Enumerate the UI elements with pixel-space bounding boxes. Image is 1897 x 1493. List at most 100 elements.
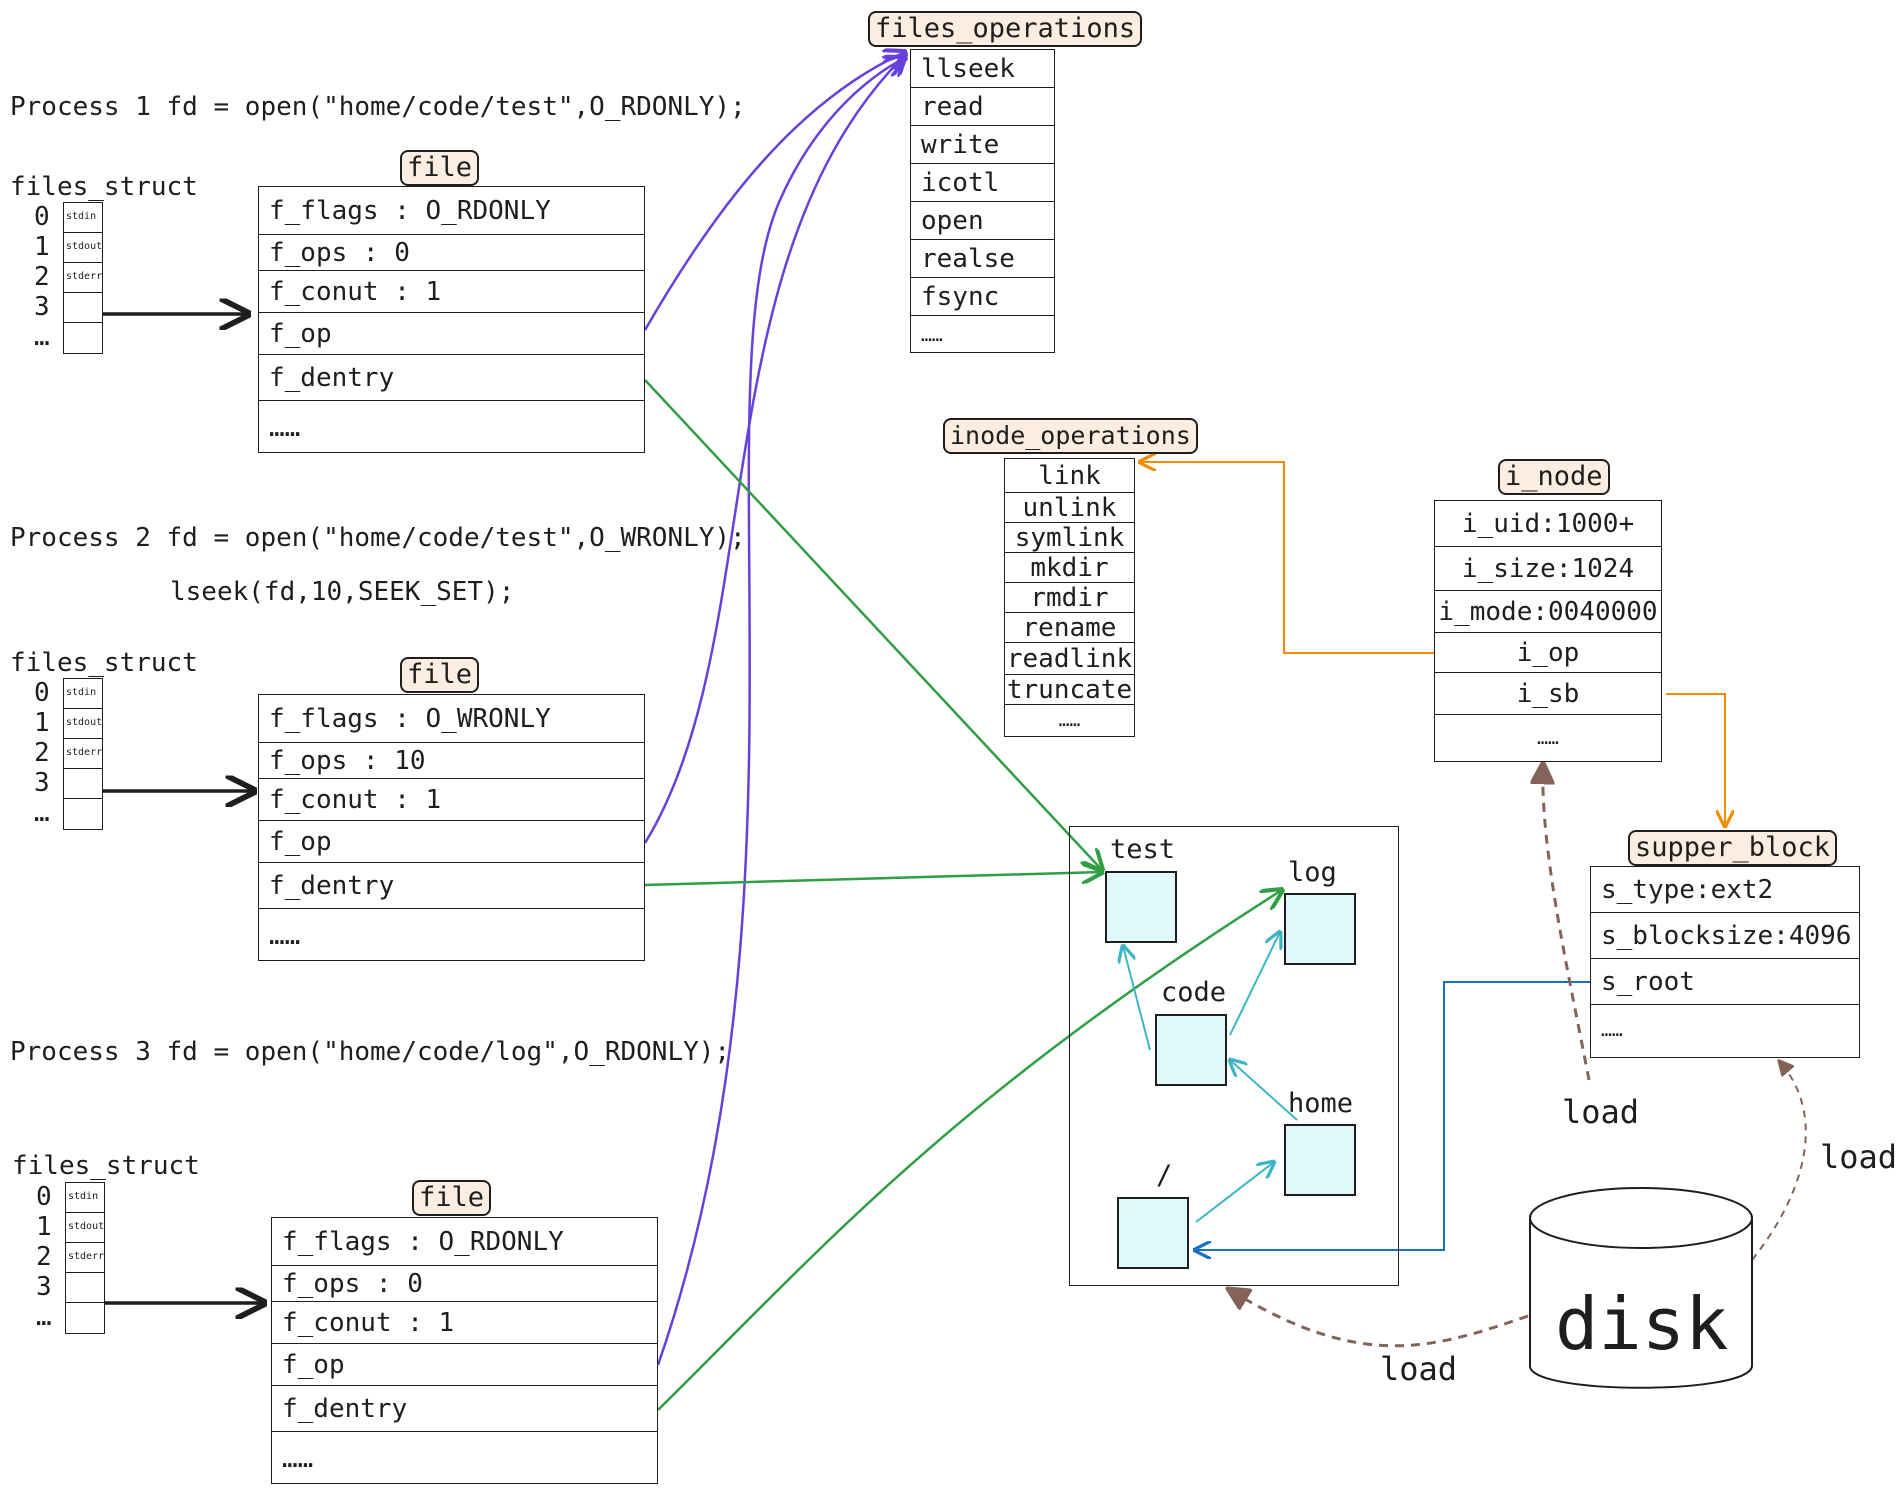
fd-cell-stdout: stdout [64, 233, 102, 263]
fd-cell-more [66, 1303, 104, 1333]
fops-row: write [911, 126, 1054, 164]
file3-title: file [412, 1180, 492, 1216]
inode-row: i_size:1024 [1435, 547, 1661, 591]
fops-row: open [911, 202, 1054, 240]
fd-index: 1 [34, 232, 50, 262]
iops-row: …… [1058, 710, 1081, 731]
file-row-f-flags: f_flags : O_RDONLY [259, 187, 644, 235]
sb-row: s_type:ext2 [1591, 867, 1859, 913]
file-row-more: …… [269, 920, 301, 951]
dentry-test [1105, 871, 1177, 943]
fd-index: … [34, 798, 50, 828]
iops-row: mkdir [1005, 553, 1134, 583]
fd-table: stdin stdout stderr [65, 1182, 105, 1334]
files-operations-title: files_operations [868, 11, 1143, 47]
load-label-inode: load [1562, 1093, 1640, 1131]
file-row-f-conut: f_conut : 1 [259, 271, 644, 313]
dentry-label-home: home [1288, 1088, 1354, 1119]
fd-cell-stdout: stdout [64, 709, 102, 739]
disk-to-inode-load-arrow [1543, 765, 1591, 1081]
file2-title: file [400, 657, 480, 693]
iops-row: unlink [1005, 493, 1134, 523]
fd-indices: 0 1 2 3 … [34, 202, 50, 352]
files-struct-label: files_struct [10, 648, 198, 678]
fd-cell-3 [64, 293, 102, 323]
process2-lseek: lseek(fd,10,SEEK_SET); [170, 577, 515, 607]
file1-struct: f_flags : O_RDONLY f_ops : 0 f_conut : 1… [258, 186, 645, 453]
dentry-log [1284, 893, 1356, 965]
fd-index: … [34, 322, 50, 352]
files-struct-label: files_struct [10, 172, 198, 202]
file2-fdentry-to-test [644, 872, 1102, 887]
dentry-tree-frame [1069, 826, 1399, 1286]
fops-row: …… [921, 324, 943, 346]
fd-cell-more [64, 323, 102, 353]
inode-operations-table: link unlink symlink mkdir rmdir rename r… [1004, 458, 1135, 737]
file3-fop-to-files-operations [656, 58, 905, 1366]
process1-command: Process 1 fd = open("home/code/test",O_R… [10, 92, 746, 122]
file3-struct: f_flags : O_RDONLY f_ops : 0 f_conut : 1… [271, 1217, 658, 1484]
file-row-f-ops: f_ops : 10 [259, 743, 644, 779]
fd-index: 3 [34, 292, 50, 322]
dentry-label-root: / [1156, 1160, 1173, 1191]
fops-row: read [911, 88, 1054, 126]
supper-block-table: s_type:ext2 s_blocksize:4096 s_root …… [1590, 866, 1860, 1058]
file2-struct: f_flags : O_WRONLY f_ops : 10 f_conut : … [258, 694, 645, 961]
iop-to-inode-operations [1140, 462, 1434, 654]
dentry-home [1284, 1124, 1356, 1196]
fd-cell-stdin: stdin [64, 203, 102, 233]
fd-index: 2 [36, 1242, 52, 1272]
fd-index: 2 [34, 262, 50, 292]
fd-index: 0 [34, 678, 50, 708]
fd-cell-stdin: stdin [64, 679, 102, 709]
disk-label: disk [1555, 1282, 1729, 1366]
fd-index: 0 [36, 1182, 52, 1212]
dentry-label-test: test [1110, 834, 1176, 865]
dentry-label-log: log [1288, 857, 1337, 888]
dentry-label-code: code [1161, 977, 1227, 1008]
file-row-f-dentry: f_dentry [259, 355, 644, 401]
file-row-more: …… [269, 412, 301, 443]
inode-title: i_node [1498, 459, 1610, 495]
fd-index: 3 [34, 768, 50, 798]
dentry-code [1155, 1014, 1227, 1086]
fops-row: fsync [911, 278, 1054, 316]
inode-row: i_uid:1000+ [1435, 501, 1661, 547]
fd-cell-3 [64, 769, 102, 799]
load-label-superblock: load [1820, 1138, 1897, 1176]
iops-row: readlink [1005, 643, 1134, 675]
fd-cell-stderr: stderr [64, 739, 102, 769]
files-struct-label: files_struct [12, 1151, 200, 1181]
fd-index: 1 [36, 1212, 52, 1242]
fd-table: stdin stdout stderr [63, 678, 103, 830]
fd-indices: 0 1 2 3 … [34, 678, 50, 828]
disk-to-tree-load-arrow [1230, 1290, 1529, 1348]
file-row-f-ops: f_ops : 0 [272, 1266, 657, 1302]
inode-table: i_uid:1000+ i_size:1024 i_mode:0040000 i… [1434, 500, 1662, 762]
inode-row-i-sb: i_sb [1435, 673, 1661, 715]
iops-row: rename [1005, 613, 1134, 643]
fd-index: … [36, 1302, 52, 1332]
fd-cell-3 [66, 1273, 104, 1303]
file2-fop-to-files-operations [643, 55, 905, 844]
iops-row: symlink [1005, 523, 1134, 553]
fd-table: stdin stdout stderr [63, 202, 103, 354]
fd-cell-more [64, 799, 102, 829]
file-row-f-dentry: f_dentry [259, 863, 644, 909]
inode-row: i_mode:0040000 [1435, 591, 1661, 633]
fops-row: realse [911, 240, 1054, 278]
dentry-root [1117, 1197, 1189, 1269]
file-row-f-op: f_op [259, 313, 644, 355]
fd-index: 2 [34, 738, 50, 768]
load-label-tree: load [1380, 1350, 1458, 1388]
sb-row-s-root: s_root [1591, 959, 1859, 1005]
supper-block-title: supper_block [1628, 830, 1838, 866]
fd-index: 0 [34, 202, 50, 232]
process2-command: Process 2 fd = open("home/code/test",O_W… [10, 523, 746, 553]
fd-cell-stdin: stdin [66, 1183, 104, 1213]
file-row-f-flags: f_flags : O_RDONLY [272, 1218, 657, 1266]
fops-row: icotl [911, 164, 1054, 202]
fops-row: llseek [911, 50, 1054, 88]
inode-row-i-op: i_op [1435, 633, 1661, 673]
fd-indices: 0 1 2 3 … [36, 1182, 52, 1332]
